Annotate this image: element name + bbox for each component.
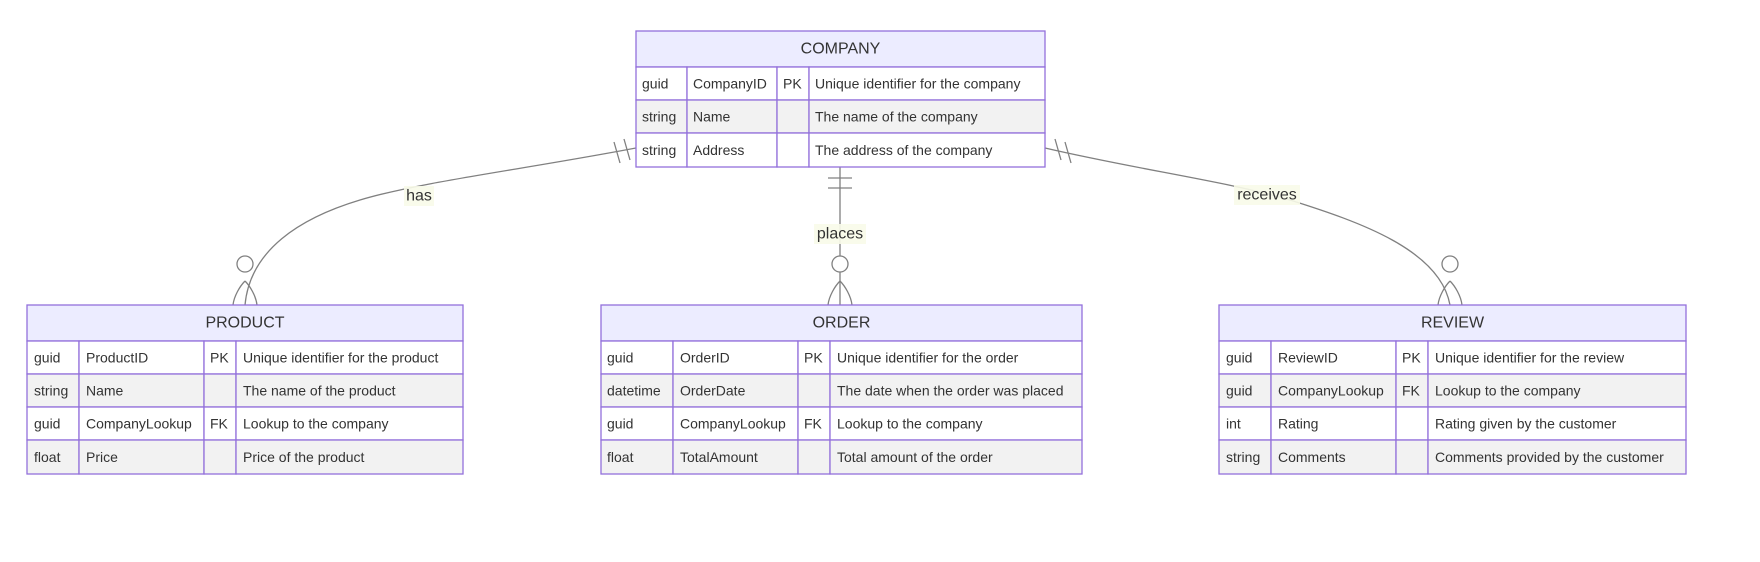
attribute-row: string Name The name of the product	[26, 373, 464, 408]
exactly-one-marker-company-has	[613, 138, 631, 164]
attribute-key: FK	[1402, 383, 1421, 399]
attribute-key: FK	[210, 416, 229, 432]
attribute-type: string	[642, 142, 676, 158]
relationship-line-has	[244, 147, 637, 306]
relationship-places: places	[814, 167, 866, 306]
attribute-name: ProductID	[86, 350, 148, 366]
attribute-key: PK	[783, 76, 802, 92]
attribute-comment: The name of the company	[815, 109, 978, 125]
attribute-comment: Total amount of the order	[837, 449, 993, 465]
attribute-row: float TotalAmount Total amount of the or…	[600, 439, 1083, 475]
entity-title: REVIEW	[1421, 315, 1485, 332]
attribute-name: Price	[86, 449, 118, 465]
attribute-comment: Unique identifier for the company	[815, 76, 1020, 92]
attribute-type: string	[642, 109, 676, 125]
attribute-name: ReviewID	[1278, 350, 1338, 366]
attribute-row: guid CompanyLookup FK Lookup to the comp…	[600, 406, 1083, 441]
zero-or-more-marker-product	[232, 255, 258, 306]
exactly-one-marker-company-places	[828, 177, 852, 189]
zero-or-more-marker-review	[1437, 255, 1463, 306]
attribute-name: CompanyID	[693, 76, 767, 92]
relationship-has: has	[232, 138, 637, 306]
entity-title: COMPANY	[801, 41, 881, 58]
attribute-name: Address	[693, 142, 744, 158]
attribute-comment: Lookup to the company	[1435, 383, 1581, 399]
entity-company: COMPANY guid CompanyID PK Unique identif…	[635, 30, 1046, 168]
attribute-type: float	[607, 449, 634, 465]
attribute-row: guid ProductID PK Unique identifier for …	[26, 340, 464, 375]
relationship-line-receives	[1044, 147, 1451, 306]
attribute-comment: The address of the company	[815, 142, 992, 158]
attribute-type: string	[1226, 449, 1260, 465]
exactly-one-marker-company-receives	[1054, 138, 1072, 164]
attribute-name: Comments	[1278, 449, 1346, 465]
attribute-type: guid	[607, 416, 633, 432]
attribute-comment: Unique identifier for the review	[1435, 350, 1625, 366]
attribute-name: TotalAmount	[680, 449, 758, 465]
attribute-name: Name	[86, 383, 124, 399]
attribute-key: PK	[804, 350, 823, 366]
attribute-name: CompanyLookup	[86, 416, 192, 432]
attribute-name: CompanyLookup	[680, 416, 786, 432]
attribute-key: PK	[1402, 350, 1421, 366]
attribute-name: OrderID	[680, 350, 730, 366]
attribute-row: guid CompanyLookup FK Lookup to the comp…	[1218, 373, 1687, 408]
attribute-name: Name	[693, 109, 731, 125]
attribute-name: Rating	[1278, 416, 1318, 432]
entity-order: ORDER guid OrderID PK Unique identifier …	[600, 304, 1083, 475]
attribute-comment: Unique identifier for the order	[837, 350, 1019, 366]
attribute-comment: Lookup to the company	[837, 416, 983, 432]
relationship-label-has: has	[406, 188, 432, 205]
attribute-type: guid	[642, 76, 668, 92]
attribute-comment: Price of the product	[243, 449, 365, 465]
attribute-type: datetime	[607, 383, 661, 399]
entity-review: REVIEW guid ReviewID PK Unique identifie…	[1218, 304, 1687, 475]
attribute-type: guid	[34, 350, 60, 366]
attribute-type: float	[34, 449, 61, 465]
attribute-key: FK	[804, 416, 823, 432]
attribute-type: int	[1226, 416, 1241, 432]
attribute-row: guid OrderID PK Unique identifier for th…	[600, 340, 1083, 375]
attribute-key: PK	[210, 350, 229, 366]
attribute-row: string Comments Comments provided by the…	[1218, 439, 1687, 475]
attribute-type: guid	[34, 416, 60, 432]
relationship-receives: receives	[1044, 138, 1463, 306]
attribute-row: int Rating Rating given by the customer	[1218, 406, 1687, 441]
zero-or-more-marker-order	[827, 255, 853, 306]
attribute-comment: The name of the product	[243, 383, 396, 399]
attribute-name: OrderDate	[680, 383, 746, 399]
relationship-label-receives: receives	[1237, 187, 1297, 204]
attribute-row: string Address The address of the compan…	[635, 132, 1046, 168]
attribute-row: string Name The name of the company	[635, 99, 1046, 134]
attribute-row: guid ReviewID PK Unique identifier for t…	[1218, 340, 1687, 375]
attribute-type: guid	[1226, 383, 1252, 399]
attribute-row: guid CompanyLookup FK Lookup to the comp…	[26, 406, 464, 441]
attribute-type: string	[34, 383, 68, 399]
entity-title: PRODUCT	[205, 315, 284, 332]
attribute-comment: Unique identifier for the product	[243, 350, 438, 366]
attribute-row: guid CompanyID PK Unique identifier for …	[635, 66, 1046, 101]
entity-product: PRODUCT guid ProductID PK Unique identif…	[26, 304, 464, 475]
attribute-comment: Lookup to the company	[243, 416, 389, 432]
attribute-comment: Comments provided by the customer	[1435, 449, 1664, 465]
attribute-type: guid	[1226, 350, 1252, 366]
attribute-row: float Price Price of the product	[26, 439, 464, 475]
attribute-name: CompanyLookup	[1278, 383, 1384, 399]
relationship-label-places: places	[817, 226, 863, 243]
attribute-row: datetime OrderDate The date when the ord…	[600, 373, 1083, 408]
attribute-comment: Rating given by the customer	[1435, 416, 1617, 432]
attribute-comment: The date when the order was placed	[837, 383, 1063, 399]
entity-title: ORDER	[813, 315, 871, 332]
attribute-type: guid	[607, 350, 633, 366]
